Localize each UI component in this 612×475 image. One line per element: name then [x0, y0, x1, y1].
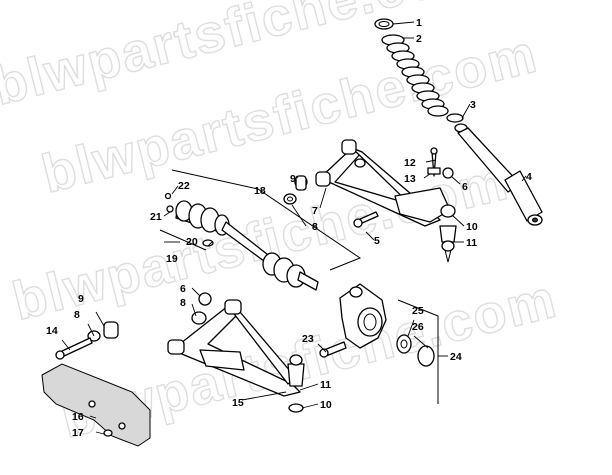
- callout-4: 4: [526, 171, 532, 183]
- upper-a-arm-plate: [394, 187, 451, 223]
- coil-spring: [381, 34, 449, 117]
- callout-6-lower: 6: [180, 283, 186, 295]
- upper-a-arm: [315, 139, 457, 263]
- lower-a-arm: [167, 299, 305, 413]
- callout-10-lower: 10: [320, 399, 332, 411]
- lower-bushing-rear: [224, 299, 242, 315]
- callout-24: 24: [450, 351, 462, 363]
- steering-knuckle: [319, 283, 439, 404]
- callout-1: 1: [416, 17, 422, 29]
- cotter-ring-10: [288, 403, 304, 413]
- callout-8-lower: 8: [180, 297, 186, 309]
- callout-10-upper: 10: [466, 221, 478, 233]
- washer-8-upper: [283, 193, 297, 205]
- lower-a-arm-plate: [199, 349, 245, 371]
- callout-22: 22: [178, 180, 190, 192]
- upper-hardware: [283, 147, 454, 228]
- spring-retainer-inner: [378, 21, 390, 27]
- callouts: 1 2 3 4 5 6 6 7 8 8 8 9 9 10 10 11 11 12…: [46, 17, 532, 439]
- callout-8-upper: 8: [312, 221, 318, 233]
- callout-2: 2: [416, 33, 422, 45]
- shock-body: [504, 170, 543, 222]
- upper-bushing-sleeve: [354, 158, 366, 168]
- axle-stub: [297, 271, 319, 291]
- callout-25: 25: [412, 305, 424, 317]
- a-arm-guard: [41, 363, 151, 447]
- callout-5: 5: [374, 235, 380, 247]
- lower-bushing-front: [167, 339, 185, 355]
- lower-a-arm-body: [171, 305, 301, 397]
- callout-3: 3: [470, 99, 476, 111]
- callout-23: 23: [302, 333, 314, 345]
- callout-18: 18: [254, 185, 266, 197]
- callout-19: 19: [166, 253, 178, 265]
- bearing-25: [396, 334, 412, 354]
- cotter-pin-13: [427, 167, 441, 175]
- screw-17: [103, 429, 113, 437]
- callout-15: 15: [232, 397, 244, 409]
- bolt-14: [59, 337, 93, 358]
- callout-13: 13: [404, 173, 416, 185]
- ball-joint-nut: [440, 204, 456, 218]
- callout-7: 7: [312, 205, 318, 217]
- callout-11-lower: 11: [320, 379, 331, 391]
- callout-14: 14: [46, 325, 58, 337]
- spring-retainer: [374, 18, 394, 30]
- washer-8-lower: [191, 311, 207, 325]
- clip-21: [166, 205, 174, 213]
- callout-9-upper: 9: [290, 173, 296, 185]
- shock-absorber-assembly: [374, 18, 543, 226]
- callout-11-upper: 11: [466, 237, 477, 249]
- callout-8-left: 8: [74, 309, 80, 321]
- clip-22: [164, 192, 172, 200]
- bushing-9-lower: [103, 321, 119, 339]
- lower-ball-joint: [287, 363, 305, 387]
- spring-collar: [446, 113, 464, 123]
- upper-bushing-front: [341, 139, 357, 155]
- upper-ball-joint: [439, 225, 457, 243]
- callout-12: 12: [404, 157, 416, 169]
- upper-bushing-rear: [315, 171, 331, 187]
- axle-bracket-line: [171, 169, 362, 271]
- callout-16: 16: [72, 411, 84, 423]
- nut-6-upper: [442, 167, 454, 179]
- leader-lines: [61, 21, 527, 435]
- callout-6-upper: 6: [462, 181, 468, 193]
- drive-axle: [159, 169, 362, 291]
- snap-ring-26: [417, 345, 435, 367]
- callout-17: 17: [72, 427, 84, 439]
- knuckle-bracket-line: [397, 299, 439, 404]
- callout-9-lower: 9: [78, 293, 84, 305]
- callout-26: 26: [412, 321, 424, 333]
- callout-21: 21: [150, 211, 162, 223]
- callout-20: 20: [186, 236, 198, 248]
- nut-6-lower: [198, 292, 212, 306]
